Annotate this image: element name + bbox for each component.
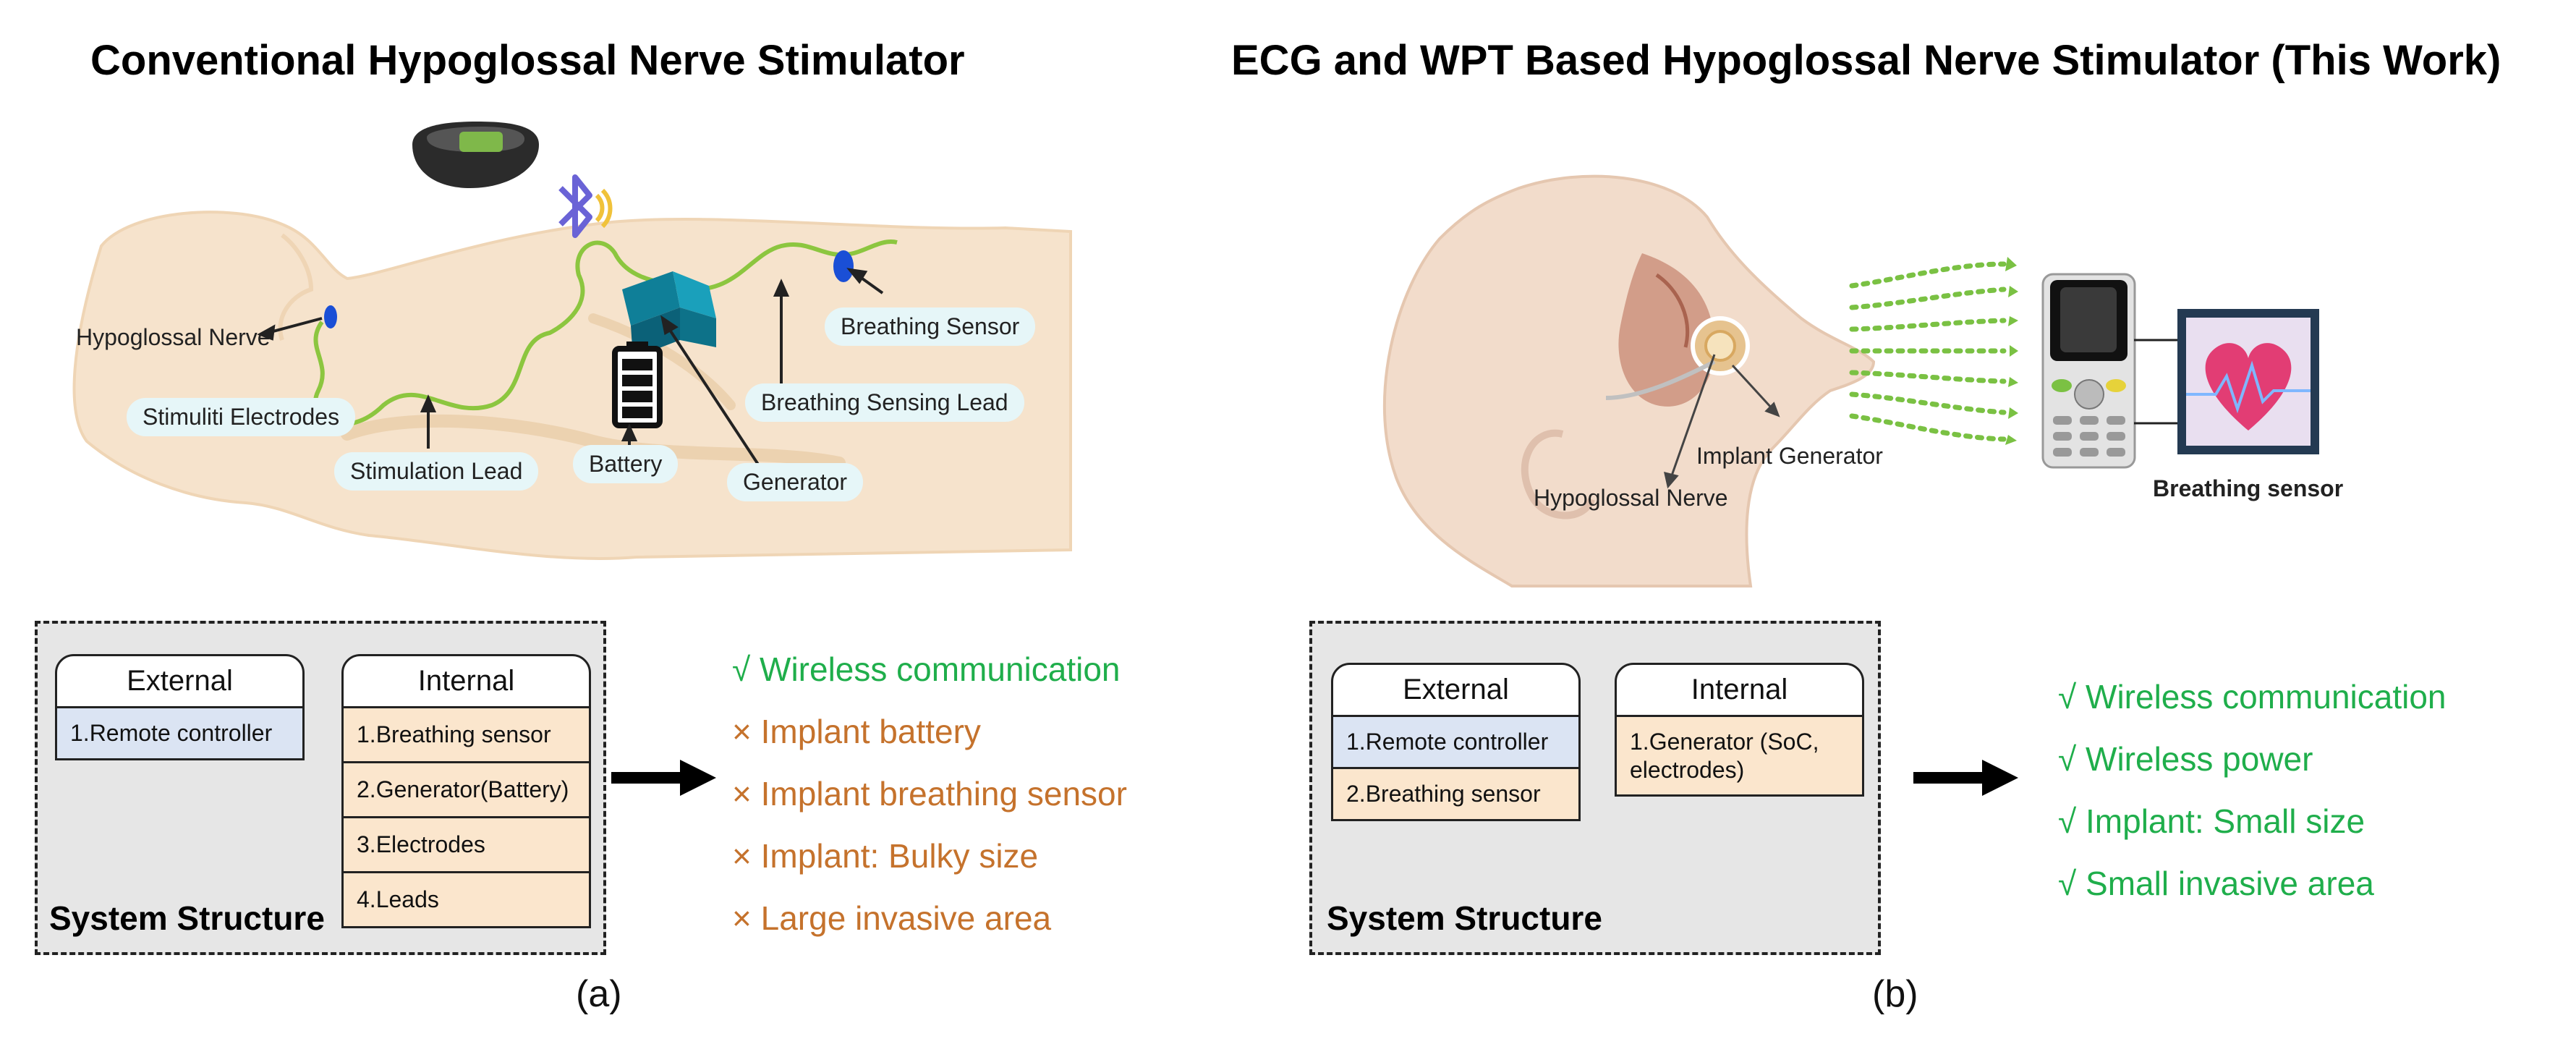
internal-header: Internal [1615,663,1864,717]
label-breathing-sensor: Breathing Sensor [825,307,1036,346]
external-header: External [55,654,305,708]
feature-item: √ Wireless communication [732,650,1121,688]
electrode-icon [324,305,337,328]
label-generator: Generator [727,463,864,501]
breathing-sensor-icon [833,250,854,282]
breathing-sensor-heart-icon [2177,309,2319,454]
feature-item: × Implant: Bulky size [732,837,1039,875]
feature-item: × Implant breathing sensor [732,775,1127,813]
right-system-structure: External 1.Remote controller 2.Breathing… [1309,621,1881,955]
left-right-arrow [611,760,716,796]
external-item: 2.Breathing sensor [1331,769,1581,821]
external-remote-icon [2041,273,2136,469]
external-item: 1.Remote controller [1331,717,1581,769]
structure-title: System Structure [49,899,325,937]
caption-b: (b) [1872,973,1918,1015]
wireless-power-waves [1849,257,2018,445]
battery-icon [612,342,663,428]
internal-item: 4.Leads [341,873,591,928]
label-hypoglossal-nerve: Hypoglossal Nerve [1534,485,1728,511]
feature-item: √ Wireless power [2058,740,2313,778]
structure-title: System Structure [1327,899,1602,937]
label-stimulation-lead: Stimulation Lead [334,452,539,491]
feature-item: √ Implant: Small size [2058,802,2365,840]
external-item: 1.Remote controller [55,708,305,760]
right-internal-table: Internal 1.Generator (SoC, electrodes) [1615,663,1864,797]
label-battery: Battery [573,445,679,483]
label-stimuli-electrodes: Stimuliti Electrodes [127,398,356,436]
internal-item: 3.Electrodes [341,818,591,873]
label-breathing-sensing-lead: Breathing Sensing Lead [745,383,1024,422]
right-external-table: External 1.Remote controller 2.Breathing… [1331,663,1581,821]
left-system-structure: External 1.Remote controller Internal 1.… [35,621,606,955]
right-title: ECG and WPT Based Hypoglossal Nerve Stim… [1231,37,2501,84]
head-illustration [1382,174,1876,587]
feature-item: √ Small invasive area [2058,865,2374,902]
internal-item: 1.Breathing sensor [341,708,591,763]
internal-item: 2.Generator(Battery) [341,763,591,818]
feature-item: √ Wireless communication [2058,678,2447,716]
feature-item: × Large invasive area [732,899,1052,937]
remote-controller-icon [412,122,539,188]
bluetooth-icon [558,174,613,238]
external-header: External [1331,663,1581,717]
left-internal-table: Internal 1.Breathing sensor 2.Generator(… [341,654,591,928]
label-breathing-sensor: Breathing sensor [2153,475,2344,501]
label-implant-generator: Implant Generator [1696,443,1883,469]
internal-item: 1.Generator (SoC, electrodes) [1615,717,1864,797]
right-panel-arrow [1913,760,2018,796]
feature-item: × Implant battery [732,713,981,750]
connector-lines [2134,339,2177,425]
caption-a: (a) [576,973,622,1015]
label-hypoglossal-nerve: Hypoglossal Nerve [76,324,271,350]
left-external-table: External 1.Remote controller [55,654,305,760]
left-title: Conventional Hypoglossal Nerve Stimulato… [90,37,965,84]
internal-header: Internal [341,654,591,708]
